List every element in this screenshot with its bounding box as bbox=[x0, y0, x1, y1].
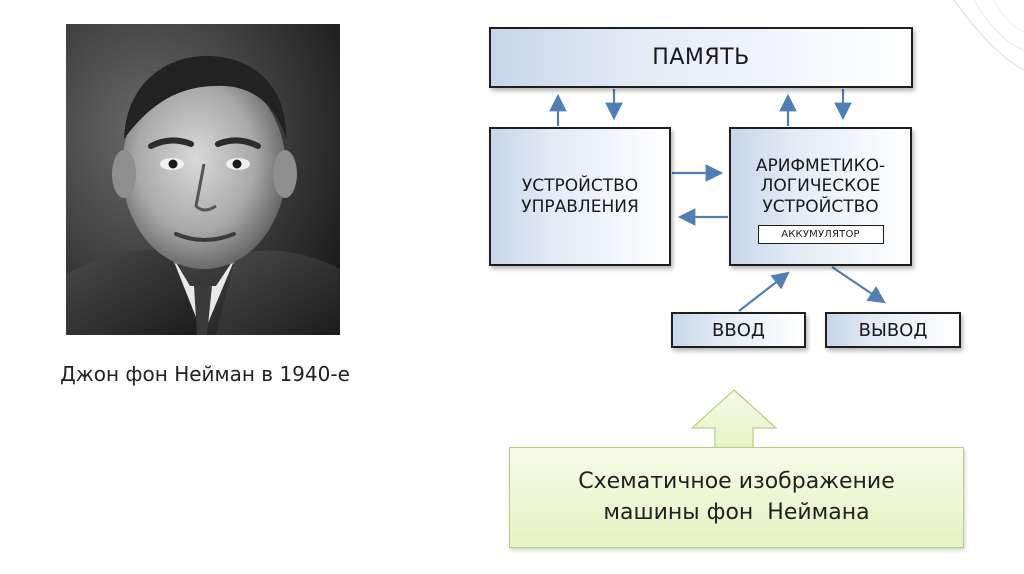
corner-decoration bbox=[953, 0, 1024, 71]
accumulator-box: АККУМУЛЯТОР bbox=[757, 225, 884, 245]
alu-label-line3: УСТРОЙСТВО bbox=[762, 196, 879, 217]
output-box: ВЫВОД bbox=[825, 312, 961, 348]
callout-line2: машины фон Неймана bbox=[603, 499, 870, 525]
callout-line1: Схематичное изображение bbox=[578, 468, 895, 494]
memory-box: ПАМЯТЬ bbox=[489, 27, 913, 88]
alu-label-line1: АРИФМЕТИКО- bbox=[755, 156, 886, 176]
arrow-input-to-alu bbox=[738, 271, 790, 312]
arrow-alu-to-output bbox=[831, 266, 886, 304]
input-label: ВВОД bbox=[712, 319, 765, 341]
callout-box: Схематичное изображение машины фон Нейма… bbox=[509, 447, 964, 548]
alu-label-line2: ЛОГИЧЕСКОЕ bbox=[760, 176, 881, 197]
alu-box: АРИФМЕТИКО- ЛОГИЧЕСКОЕ УСТРОЙСТВО АККУМУ… bbox=[729, 127, 912, 266]
control-unit-label-line1: УСТРОЙСТВО bbox=[521, 175, 639, 196]
input-box: ВВОД bbox=[671, 312, 806, 348]
portrait-photo bbox=[66, 24, 340, 335]
control-unit-label-line2: УПРАВЛЕНИЯ bbox=[521, 196, 639, 217]
output-label: ВЫВОД bbox=[858, 319, 928, 341]
portrait-caption: Джон фон Нейман в 1940-е bbox=[60, 362, 350, 386]
control-unit-box: УСТРОЙСТВО УПРАВЛЕНИЯ bbox=[489, 127, 671, 266]
memory-label: ПАМЯТЬ bbox=[652, 45, 750, 70]
